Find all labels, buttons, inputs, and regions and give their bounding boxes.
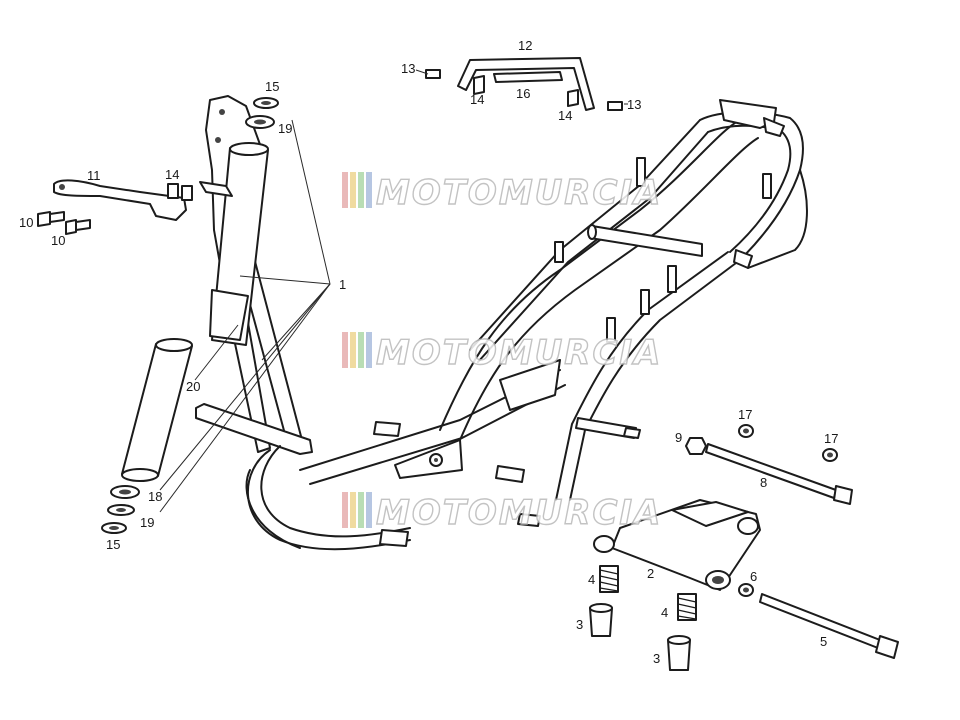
bolts-10 (37, 211, 91, 235)
callout-15: 15 (106, 537, 120, 552)
callout-19: 19 (140, 515, 154, 530)
callout-17: 17 (824, 431, 838, 446)
callout-10: 10 (51, 233, 65, 248)
callout-16: 16 (516, 86, 530, 101)
front-bracket (53, 179, 193, 221)
watermark-stripe (350, 492, 356, 528)
bearing-set (101, 97, 279, 534)
long-bolts (685, 424, 899, 659)
watermark-top: MOTOMURCIA (342, 172, 662, 214)
watermark-bottom: MOTOMURCIA (342, 492, 662, 534)
callout-4: 4 (588, 572, 595, 587)
callout-13: 13 (401, 61, 415, 76)
springs-and-bushings (589, 565, 697, 671)
callout-1: 1 (339, 277, 346, 292)
watermark-middle: MOTOMURCIA (342, 332, 662, 374)
callout-10: 10 (19, 215, 33, 230)
watermark-logo-stripes (342, 332, 372, 368)
callout-5: 5 (820, 634, 827, 649)
watermark-text: MOTOMURCIA (376, 173, 662, 213)
callout-9: 9 (675, 430, 682, 445)
callout-17: 17 (738, 407, 752, 422)
callout-4: 4 (661, 605, 668, 620)
callout-3: 3 (653, 651, 660, 666)
watermark-stripe (358, 492, 364, 528)
callout-12: 12 (518, 38, 532, 53)
callout-2: 2 (647, 566, 654, 581)
callout-14: 14 (470, 92, 484, 107)
callout-6: 6 (750, 569, 757, 584)
watermark-logo-stripes (342, 172, 372, 208)
callout-8: 8 (760, 475, 767, 490)
watermark-logo-stripes (342, 492, 372, 528)
watermark-stripe (358, 172, 364, 208)
callout-19: 19 (278, 121, 292, 136)
watermark-text: MOTOMURCIA (376, 333, 662, 373)
callout-13: 13 (627, 97, 641, 112)
top-strap (425, 57, 623, 111)
watermark-stripe (342, 332, 348, 368)
callout-18: 18 (148, 489, 162, 504)
leader-lines (159, 69, 628, 513)
main-frame (195, 95, 808, 551)
engine-mount-bracket (593, 499, 761, 591)
callout-20: 20 (186, 379, 200, 394)
callout-3: 3 (576, 617, 583, 632)
watermark-stripe (366, 172, 372, 208)
callout-14: 14 (165, 167, 179, 182)
callout-labels: 1 2 3 3 4 4 5 6 8 9 10 10 11 12 13 13 14… (19, 38, 838, 666)
steering-stem-tube (121, 338, 193, 482)
callout-14: 14 (558, 108, 572, 123)
watermark-stripe (350, 172, 356, 208)
watermark-stripe (350, 332, 356, 368)
steering-head-tube (199, 142, 269, 346)
callout-11: 11 (87, 168, 101, 183)
callout-15: 15 (265, 79, 279, 94)
watermark-stripe (366, 332, 372, 368)
watermark-text: MOTOMURCIA (376, 493, 662, 533)
watermark-stripe (366, 492, 372, 528)
watermark-stripe (358, 332, 364, 368)
watermark-stripe (342, 172, 348, 208)
watermark-stripe (342, 492, 348, 528)
